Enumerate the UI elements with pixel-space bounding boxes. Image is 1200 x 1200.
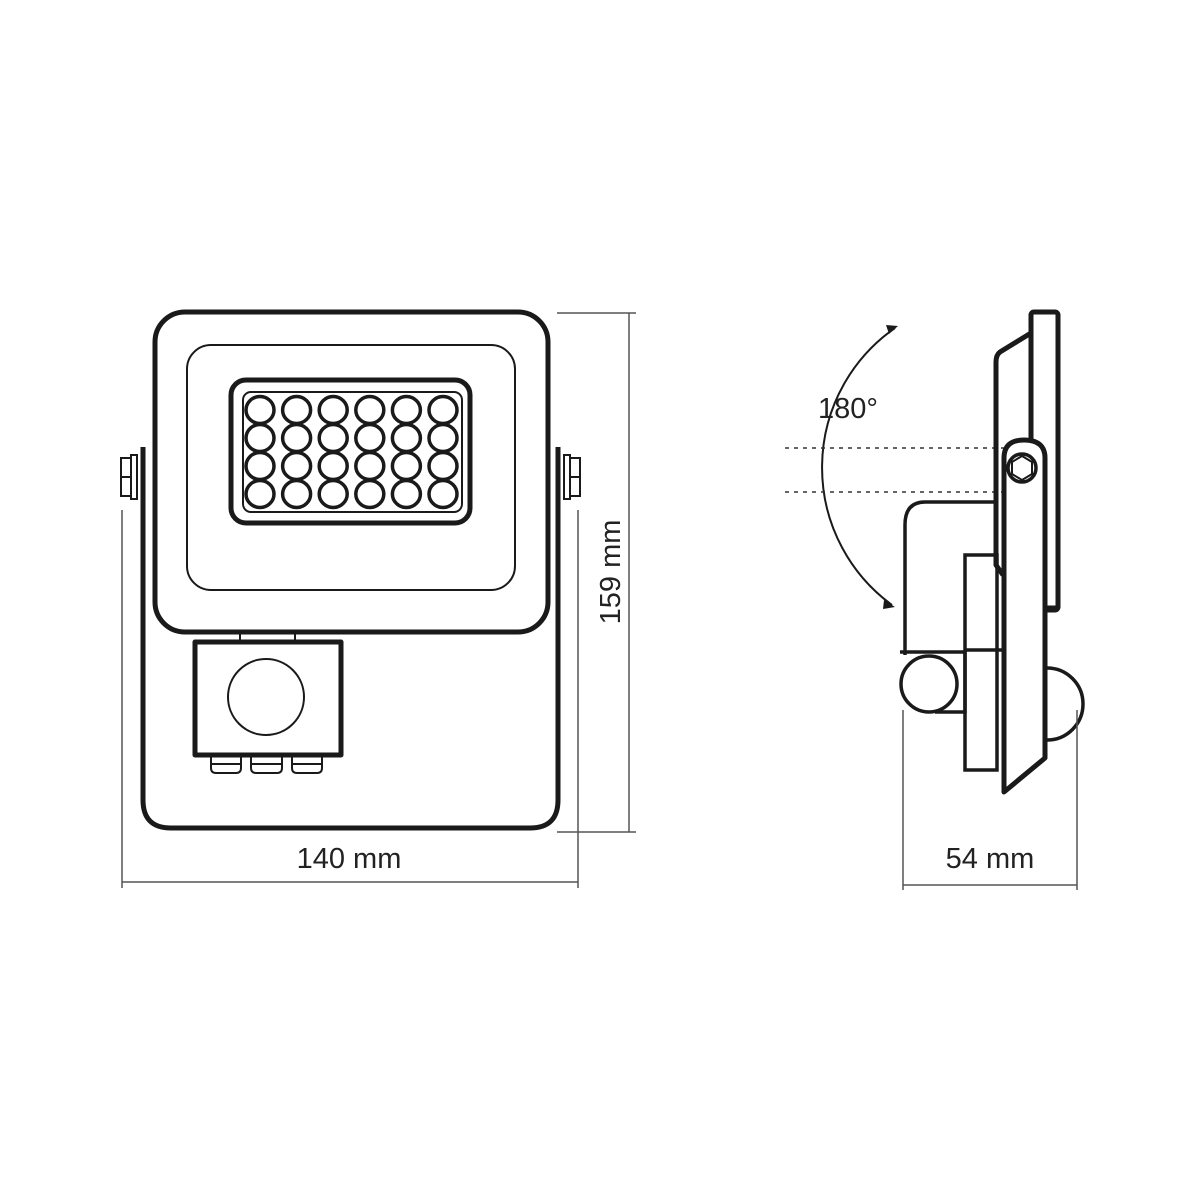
- arc-arrow-bottom: [883, 600, 895, 609]
- mounting-bracket: [140, 447, 561, 831]
- motion-sensor-box: [192, 639, 344, 758]
- led-panel-inner: [242, 391, 463, 513]
- front-view: 140 mm 159 mm: [120, 309, 636, 888]
- rotation-label: 180°: [818, 393, 878, 425]
- led-panel: [228, 377, 473, 526]
- rear-sensor-dome: [1046, 666, 1085, 742]
- led-chip: [427, 478, 459, 510]
- depth-dimension: 54 mm: [902, 710, 1078, 890]
- side-view: 180° 54 mm: [785, 309, 1085, 890]
- width-dimension: 140 mm: [121, 510, 579, 888]
- hex-bolt: [1006, 452, 1038, 484]
- mount-block: [903, 500, 998, 655]
- lamp-glass-frame: [186, 344, 516, 591]
- height-label: 159 mm: [595, 520, 627, 625]
- height-dimension: 159 mm: [557, 312, 636, 833]
- led-chip: [317, 478, 349, 510]
- led-grid: [244, 394, 459, 510]
- led-chip: [354, 478, 386, 510]
- motion-sensor-lens: [227, 658, 305, 736]
- sensor-holder: [963, 553, 999, 772]
- width-label: 140 mm: [297, 843, 402, 875]
- led-chip: [390, 478, 423, 510]
- rotation-arc: [821, 327, 896, 606]
- depth-label: 54 mm: [946, 843, 1035, 875]
- led-chip: [280, 478, 313, 510]
- right-bolt: [563, 454, 581, 500]
- side-sensor-lens: [899, 654, 959, 714]
- cable-glands: [210, 755, 323, 774]
- lamp-head: [152, 309, 551, 635]
- left-bolt: [120, 454, 138, 500]
- arc-arrow-top: [886, 325, 898, 334]
- side-bracket-arm: [1001, 437, 1048, 795]
- led-chip: [244, 478, 276, 510]
